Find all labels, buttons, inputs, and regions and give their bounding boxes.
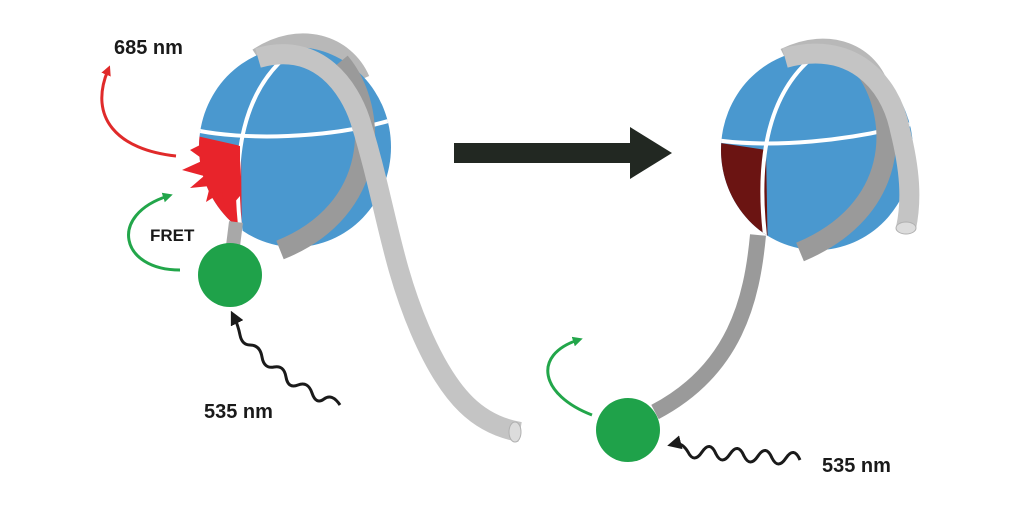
emission-wavelength-label: 685 nm (114, 37, 183, 59)
emission-arrow (100, 65, 177, 158)
left-excitation-wavelength-label: 535 nm (204, 401, 273, 423)
left-strand (255, 44, 522, 442)
left-donor-dye (198, 243, 262, 307)
process-arrow (454, 127, 672, 179)
fret-label: FRET (150, 226, 195, 245)
left-complex: 685 nm FRET 535 nm (100, 33, 522, 443)
left-excitation-wave (230, 310, 342, 406)
fret-arrow (127, 192, 181, 272)
right-donor-tether (651, 234, 766, 420)
right-excitation-wave (667, 435, 802, 466)
right-complex: 535 nm (546, 38, 920, 477)
right-donor-dye (596, 398, 660, 462)
right-strand-end (782, 43, 920, 231)
right-donor-emission-arrow (546, 336, 593, 417)
acceptor-burst-icon (182, 142, 240, 212)
right-excitation-wavelength-label: 535 nm (822, 455, 891, 477)
